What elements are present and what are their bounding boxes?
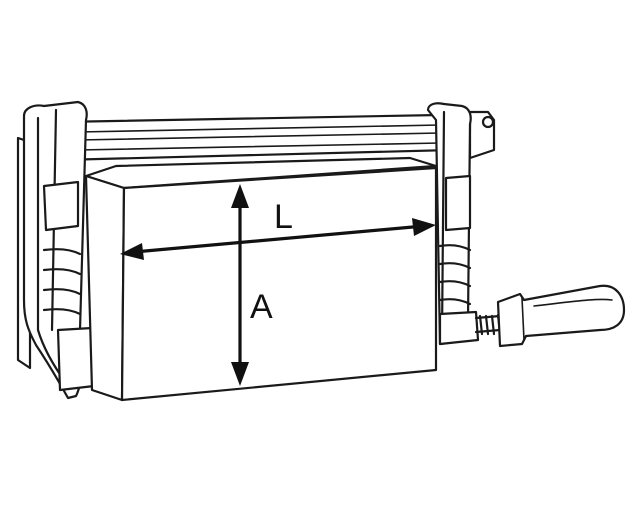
sliding-jaw — [426, 102, 480, 346]
length-label: L — [274, 198, 293, 236]
workpiece-block — [84, 156, 438, 402]
clamp-rail — [58, 110, 496, 162]
clamp-handle — [496, 284, 626, 348]
fixed-jaw — [22, 100, 96, 400]
clamp-screw — [474, 313, 502, 336]
height-label: A — [250, 288, 273, 326]
height-dimension-arrow — [231, 184, 249, 386]
length-dimension-arrow — [120, 218, 436, 260]
